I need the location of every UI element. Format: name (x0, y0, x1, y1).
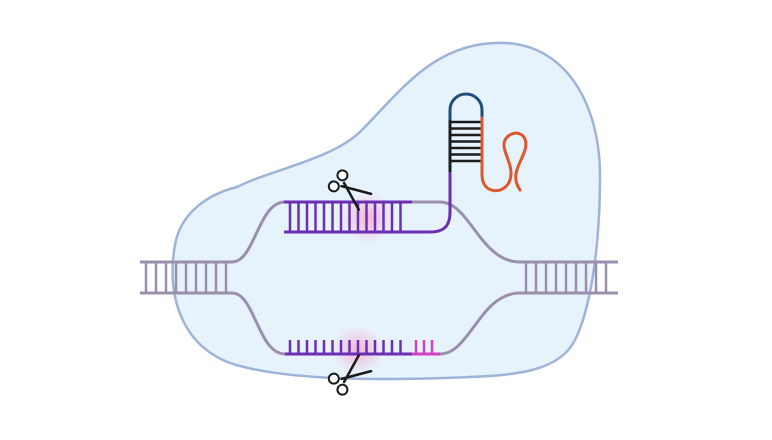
scissors-icon (327, 354, 373, 396)
dna-right-duplex (520, 260, 618, 295)
pam-site (412, 340, 440, 356)
guide-rna-hairpin (448, 92, 484, 172)
scissors-icon (327, 169, 373, 211)
dna-left-duplex (140, 260, 232, 295)
guide-target-duplex (284, 170, 452, 234)
tracr-rna-tail (480, 116, 528, 193)
dna-top-strand (231, 200, 521, 264)
